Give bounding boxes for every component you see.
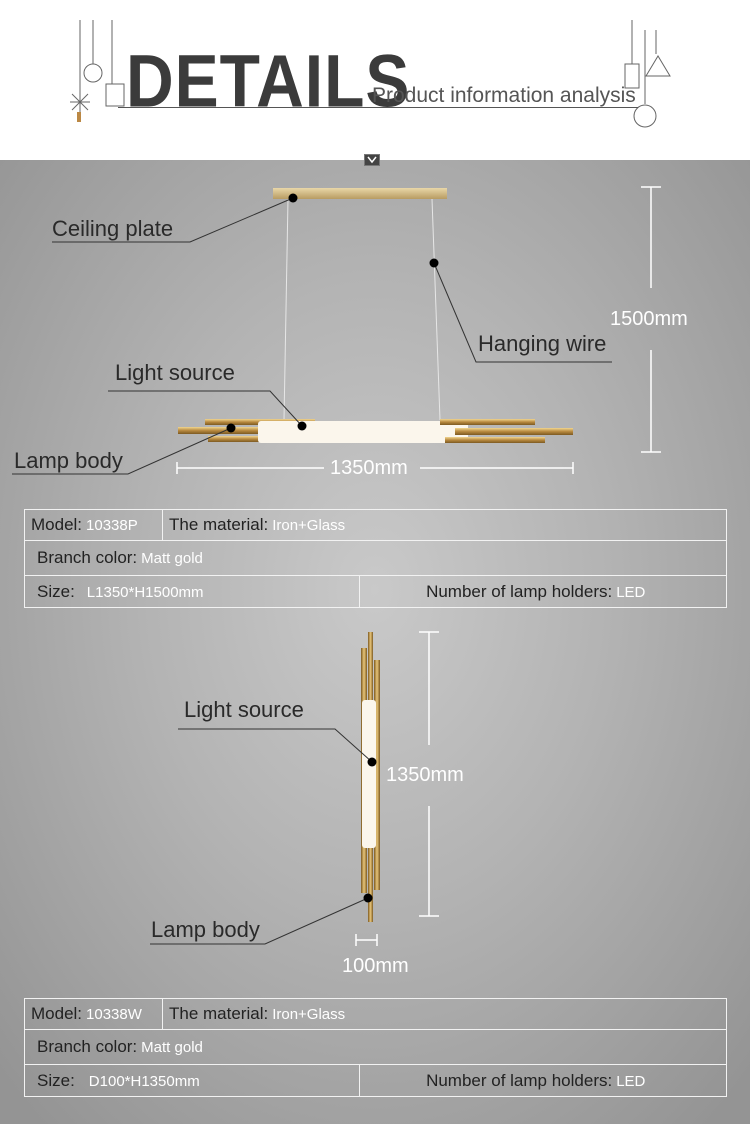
header-underline: [118, 107, 638, 108]
spec2-material-label: The material:: [169, 1004, 269, 1023]
spec-model-label: Model:: [31, 515, 83, 534]
dim-width: 1350mm: [330, 457, 408, 479]
spec-holders-value: LED: [616, 583, 646, 601]
spec2-holders-label: Number of lamp holders:: [426, 1070, 613, 1090]
product-area: [0, 160, 750, 1124]
spec2-material-cell: The material:Iron+Glass: [162, 998, 727, 1030]
dim-height-2: 1350mm: [386, 764, 464, 786]
spec2-holders-value: LED: [616, 1072, 646, 1090]
spec2-material-value: Iron+Glass: [272, 1006, 346, 1023]
header-banner: DETAILS Product information analysis: [0, 0, 750, 160]
spec2-model-label: Model:: [31, 1004, 83, 1023]
spec-size-cell: Size: L1350*H1500mm: [23, 575, 361, 608]
chevron-down-icon: [364, 154, 380, 166]
spec-color-label: Branch color:: [37, 548, 138, 567]
spec-table-1: Model:10338P The material:Iron+Glass Bra…: [23, 509, 727, 608]
spec-table-2: Model:10338W The material:Iron+Glass Bra…: [23, 998, 727, 1097]
label-light-source: Light source: [115, 360, 235, 385]
spec2-color-value: Matt gold: [141, 1039, 203, 1056]
spec2-model-value: 10338W: [86, 1006, 142, 1023]
pendant-lamp-body: [178, 419, 573, 443]
spec2-holders-cell: Number of lamp holders:LED: [359, 1064, 727, 1097]
spec-holders-cell: Number of lamp holders:LED: [359, 575, 727, 608]
spec2-size-value: D100*H1350mm: [88, 1072, 200, 1090]
page-title: DETAILS: [126, 39, 411, 123]
spec-material-cell: The material:Iron+Glass: [162, 509, 727, 541]
decor-lamps: [70, 20, 671, 128]
spec2-color-label: Branch color:: [37, 1037, 138, 1056]
dim-width-2: 100mm: [342, 955, 409, 977]
spec-model-cell: Model:10338P: [24, 509, 163, 541]
spec2-model-cell: Model:10338W: [24, 998, 163, 1030]
ceiling-plate: [273, 188, 447, 199]
hanging-wire-right: [431, 198, 441, 421]
label-lamp-body-2: Lamp body: [151, 917, 260, 942]
spec-holders-label: Number of lamp holders:: [426, 581, 613, 601]
label-ceiling-plate: Ceiling plate: [52, 216, 174, 241]
label-lamp-body: Lamp body: [14, 448, 123, 473]
spec2-size-label: Size:: [37, 1070, 75, 1090]
label-hanging-wire: Hanging wire: [478, 331, 607, 356]
dim-height: 1500mm: [610, 308, 688, 330]
wall-lamp-body: [361, 632, 380, 922]
label-light-source-2: Light source: [184, 697, 304, 722]
spec-color-cell: Branch color:Matt gold: [24, 540, 727, 576]
spec-material-label: The material:: [169, 515, 269, 534]
hanging-wire-left: [283, 198, 289, 421]
spec-color-value: Matt gold: [141, 550, 203, 567]
spec2-color-cell: Branch color:Matt gold: [24, 1029, 727, 1065]
spec-material-value: Iron+Glass: [272, 517, 346, 534]
page-subtitle: Product information analysis: [372, 84, 636, 107]
spec2-size-cell: Size: D100*H1350mm: [23, 1064, 361, 1097]
spec-model-value: 10338P: [86, 517, 138, 534]
spec-size-label: Size:: [37, 581, 75, 601]
spec-size-value: L1350*H1500mm: [86, 583, 204, 601]
